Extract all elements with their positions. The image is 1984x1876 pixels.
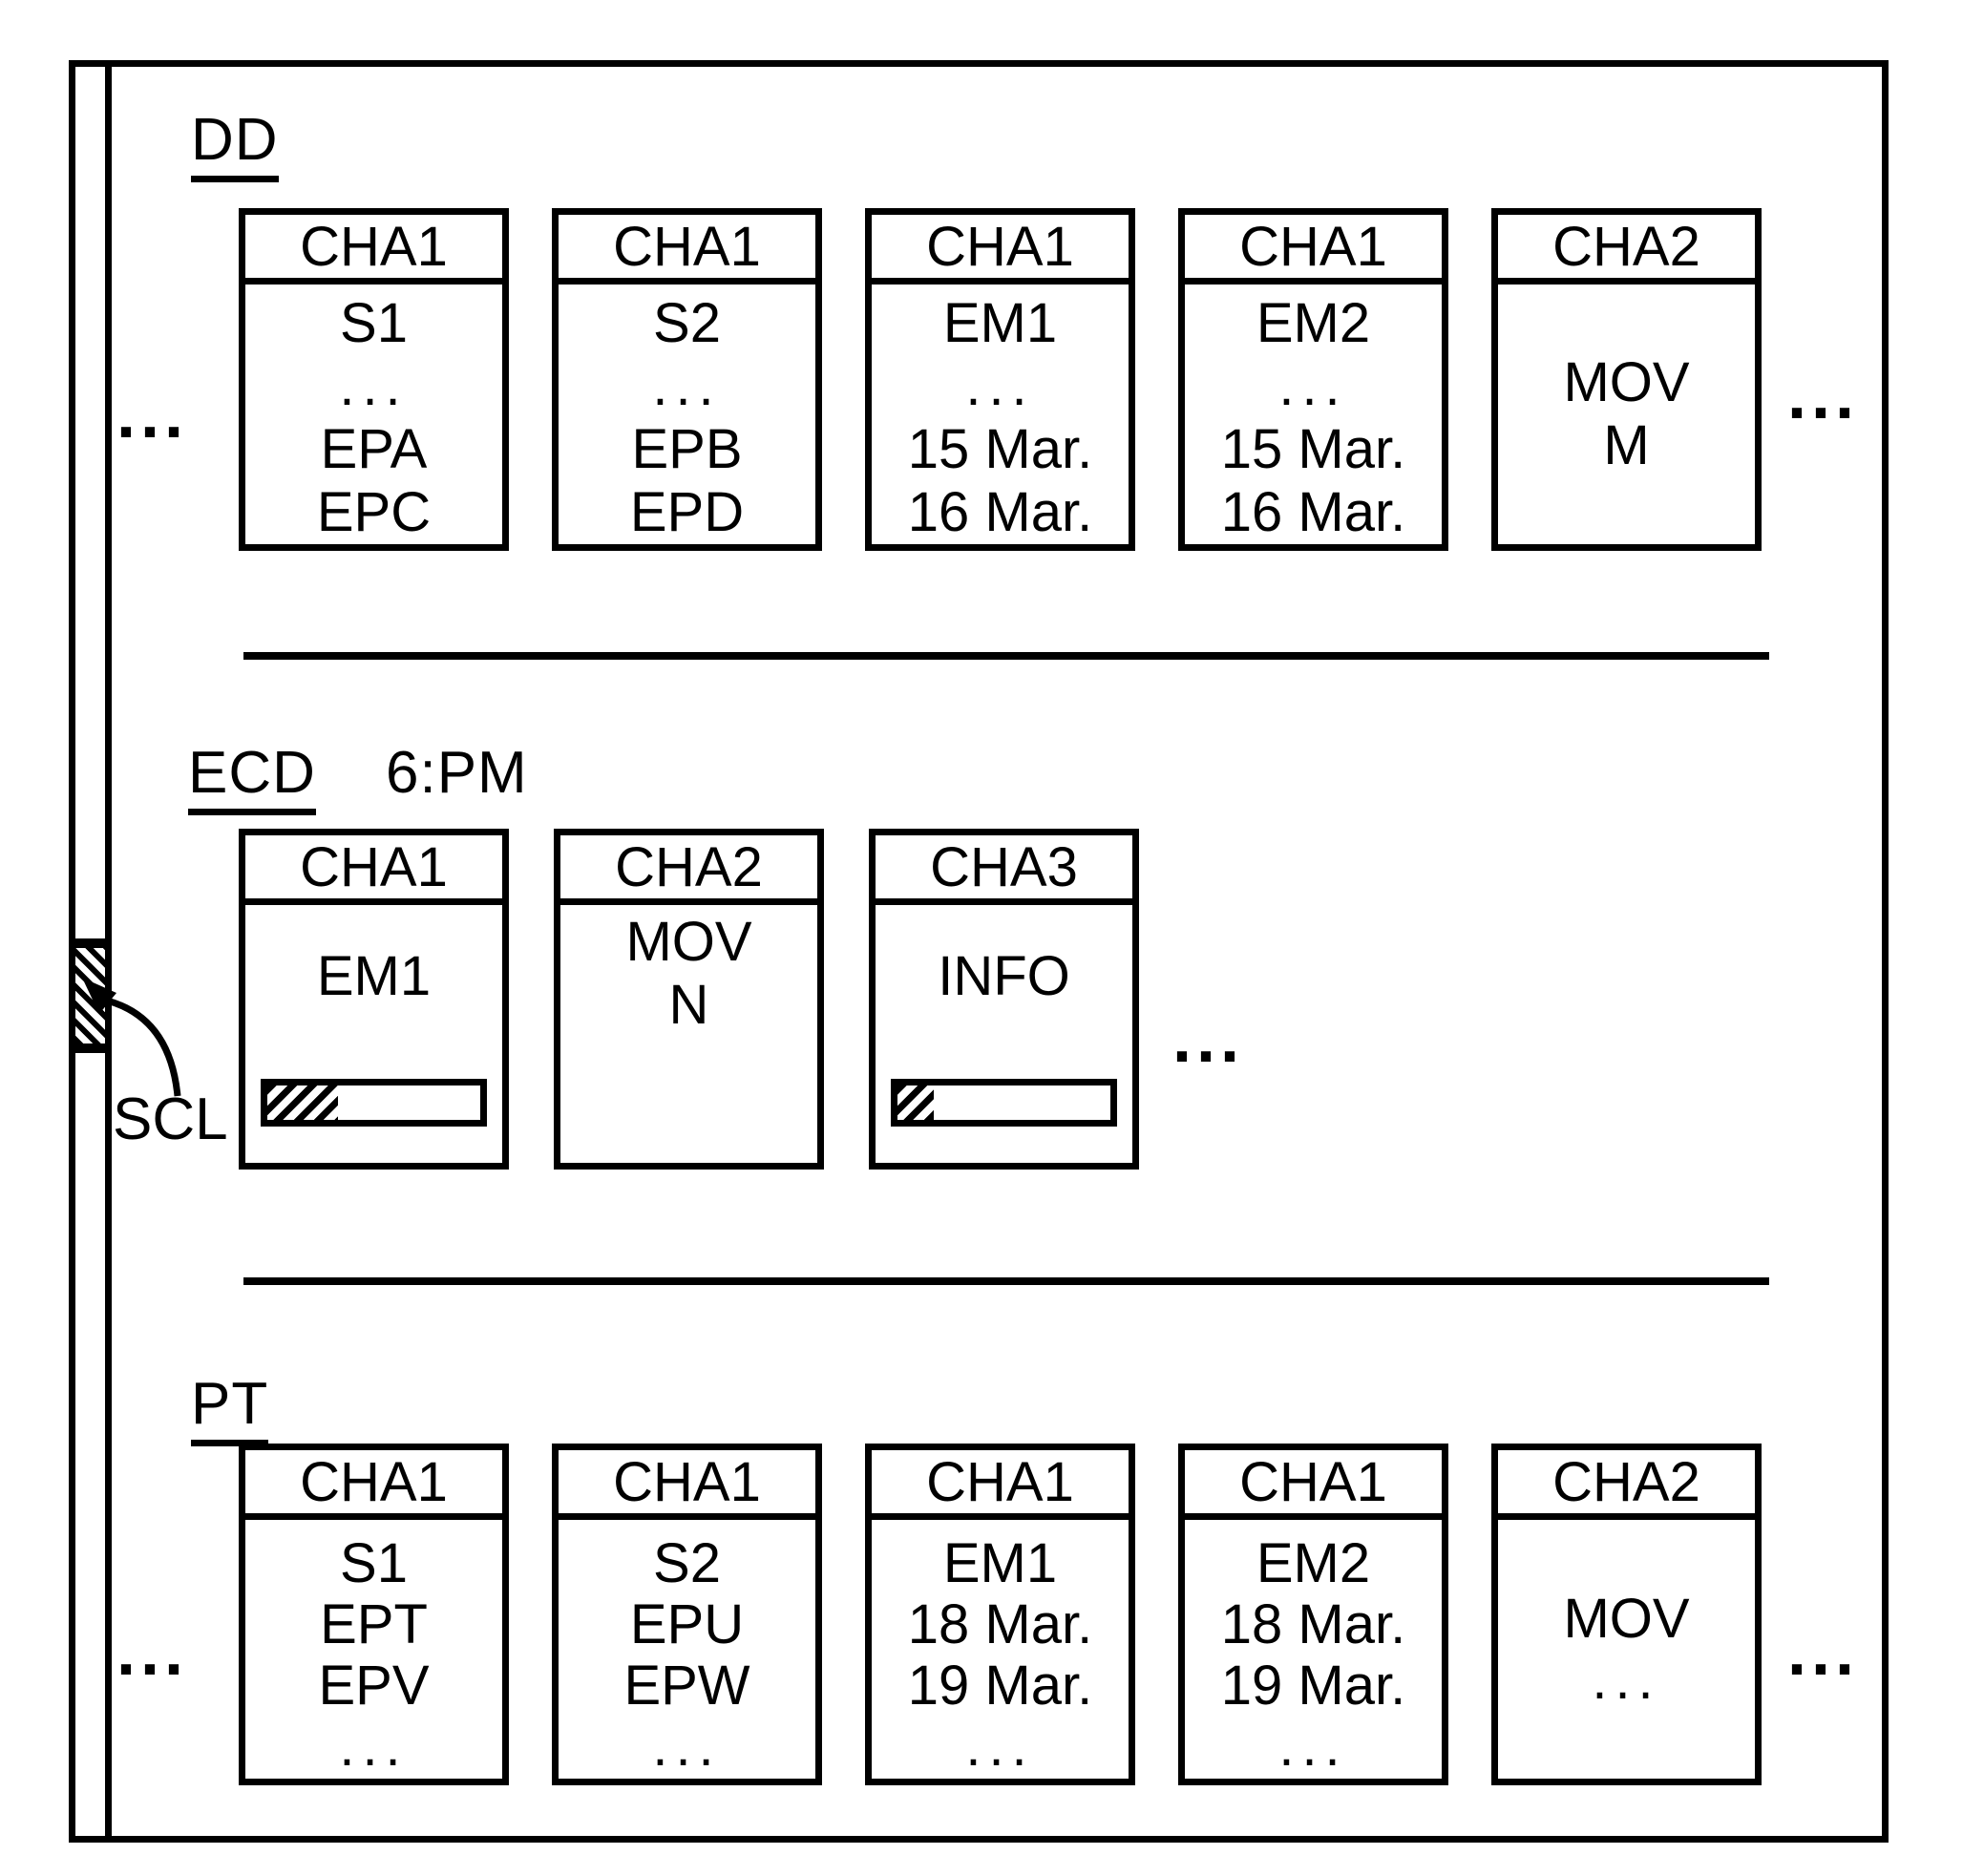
- progress-fill: [897, 1086, 934, 1120]
- tile-body: S2 ... EPB EPD: [559, 285, 815, 544]
- tile-line: EM1: [317, 945, 431, 1008]
- dd-right-ellipsis: ...: [1787, 361, 1859, 430]
- scrollbar-thumb-scl[interactable]: [75, 938, 105, 1053]
- tile-ellipsis: ...: [652, 1717, 721, 1778]
- tile-line: 15 Mar.: [1221, 418, 1405, 481]
- tile-ellipsis: ...: [652, 355, 721, 418]
- tile-line: EM1: [943, 1533, 1057, 1594]
- tile-line: INFO: [938, 945, 1070, 1008]
- tile-line: S2: [653, 292, 721, 355]
- progress-bar: [891, 1079, 1117, 1127]
- tile-line: EPC: [317, 481, 431, 544]
- tile-ellipsis: ...: [965, 1717, 1034, 1778]
- tile-ellipsis: ...: [1592, 1650, 1660, 1711]
- channel-tile: CHA1 S2 ... EPB EPD: [552, 208, 822, 551]
- channel-header: CHA1: [245, 1450, 502, 1520]
- channel-tile: CHA1 EM1 ... 15 Mar. 16 Mar.: [865, 208, 1135, 551]
- channel-tile: CHA2 MOV ...: [1491, 1444, 1762, 1785]
- tile-ellipsis: ...: [339, 355, 408, 418]
- tile-body: MOV M: [1498, 285, 1755, 544]
- channel-tile: CHA1 EM2 ... 15 Mar. 16 Mar.: [1178, 208, 1448, 551]
- channel-tile: CHA1 EM1 18 Mar. 19 Mar. ...: [865, 1444, 1135, 1785]
- tile-line: MOV: [625, 911, 751, 974]
- tile-line: EPB: [631, 418, 742, 481]
- channel-tile: CHA1 EM1: [239, 829, 509, 1170]
- tile-body: EM2 ... 15 Mar. 16 Mar.: [1185, 285, 1442, 544]
- section-label-dd: DD: [191, 111, 279, 182]
- pt-left-ellipsis: ...: [116, 1617, 188, 1686]
- tile-line: 16 Mar.: [1221, 481, 1405, 544]
- tile-line: S1: [340, 292, 408, 355]
- tile-line: 16 Mar.: [908, 481, 1092, 544]
- tile-line: EPV: [318, 1655, 429, 1717]
- tile-ellipsis: ...: [1278, 355, 1347, 418]
- channel-header: CHA2: [1498, 1450, 1755, 1520]
- tile-line: EPW: [623, 1655, 749, 1717]
- channel-header: CHA1: [1185, 1450, 1442, 1520]
- ecd-right-ellipsis: ...: [1172, 1004, 1244, 1073]
- tile-body: INFO: [876, 905, 1132, 1163]
- tile-line: EM1: [943, 292, 1057, 355]
- tile-line: EPT: [320, 1594, 428, 1655]
- tile-body: MOV ...: [1498, 1520, 1755, 1779]
- tile-ellipsis: ...: [339, 1717, 408, 1778]
- channel-tile: CHA3 INFO: [869, 829, 1139, 1170]
- channel-header: CHA2: [1498, 215, 1755, 285]
- channel-tile: CHA1 EM2 18 Mar. 19 Mar. ...: [1178, 1444, 1448, 1785]
- section-divider: [243, 1277, 1769, 1285]
- tile-line: 18 Mar.: [908, 1594, 1092, 1655]
- channel-header: CHA1: [872, 215, 1129, 285]
- channel-header: CHA1: [245, 215, 502, 285]
- tile-line: MOV: [1563, 1589, 1689, 1650]
- tile-body: S2 EPU EPW ...: [559, 1520, 815, 1779]
- scrollbar-label: SCL: [113, 1090, 228, 1149]
- ecd-time-label: 6:PM: [386, 744, 528, 803]
- channel-tile: CHA2 MOV N: [554, 829, 824, 1170]
- channel-header: CHA1: [872, 1450, 1129, 1520]
- tile-line: 18 Mar.: [1221, 1594, 1405, 1655]
- tile-line: M: [1603, 414, 1649, 477]
- channel-tile: CHA2 MOV M: [1491, 208, 1762, 551]
- scrollbar-track: [105, 60, 112, 1843]
- section-label-ecd: ECD: [188, 744, 316, 815]
- tile-line: 19 Mar.: [1221, 1655, 1405, 1717]
- progress-fill: [267, 1086, 338, 1120]
- tile-line: S1: [340, 1533, 408, 1594]
- tile-ellipsis: ...: [1278, 1717, 1347, 1778]
- tile-line: 15 Mar.: [908, 418, 1092, 481]
- tile-line: EM2: [1256, 1533, 1370, 1594]
- tile-line: EM2: [1256, 292, 1370, 355]
- pt-right-ellipsis: ...: [1787, 1617, 1859, 1686]
- tile-body: S1 EPT EPV ...: [245, 1520, 502, 1779]
- progress-bar: [261, 1079, 487, 1127]
- section-divider: [243, 652, 1769, 660]
- tile-line: 19 Mar.: [908, 1655, 1092, 1717]
- channel-tile: CHA1 S2 EPU EPW ...: [552, 1444, 822, 1785]
- tile-line: MOV: [1563, 351, 1689, 414]
- section-label-pt: PT: [191, 1375, 268, 1446]
- channel-header: CHA2: [560, 835, 817, 905]
- tile-body: EM1 18 Mar. 19 Mar. ...: [872, 1520, 1129, 1779]
- tile-line: EPU: [630, 1594, 744, 1655]
- tile-line: N: [669, 974, 709, 1037]
- tile-line: EPA: [321, 418, 428, 481]
- tile-body: EM1 ... 15 Mar. 16 Mar.: [872, 285, 1129, 544]
- channel-tile: CHA1 S1 ... EPA EPC: [239, 208, 509, 551]
- tile-ellipsis: ...: [965, 355, 1034, 418]
- tile-line: S2: [653, 1533, 721, 1594]
- channel-header: CHA3: [876, 835, 1132, 905]
- channel-header: CHA1: [559, 215, 815, 285]
- tile-body: MOV N: [560, 905, 817, 1163]
- dd-left-ellipsis: ...: [116, 380, 188, 449]
- tile-line: EPD: [630, 481, 744, 544]
- tile-body: EM1: [245, 905, 502, 1163]
- tile-body: EM2 18 Mar. 19 Mar. ...: [1185, 1520, 1442, 1779]
- channel-header: CHA1: [1185, 215, 1442, 285]
- channel-header: CHA1: [245, 835, 502, 905]
- channel-header: CHA1: [559, 1450, 815, 1520]
- channel-tile: CHA1 S1 EPT EPV ...: [239, 1444, 509, 1785]
- tile-body: S1 ... EPA EPC: [245, 285, 502, 544]
